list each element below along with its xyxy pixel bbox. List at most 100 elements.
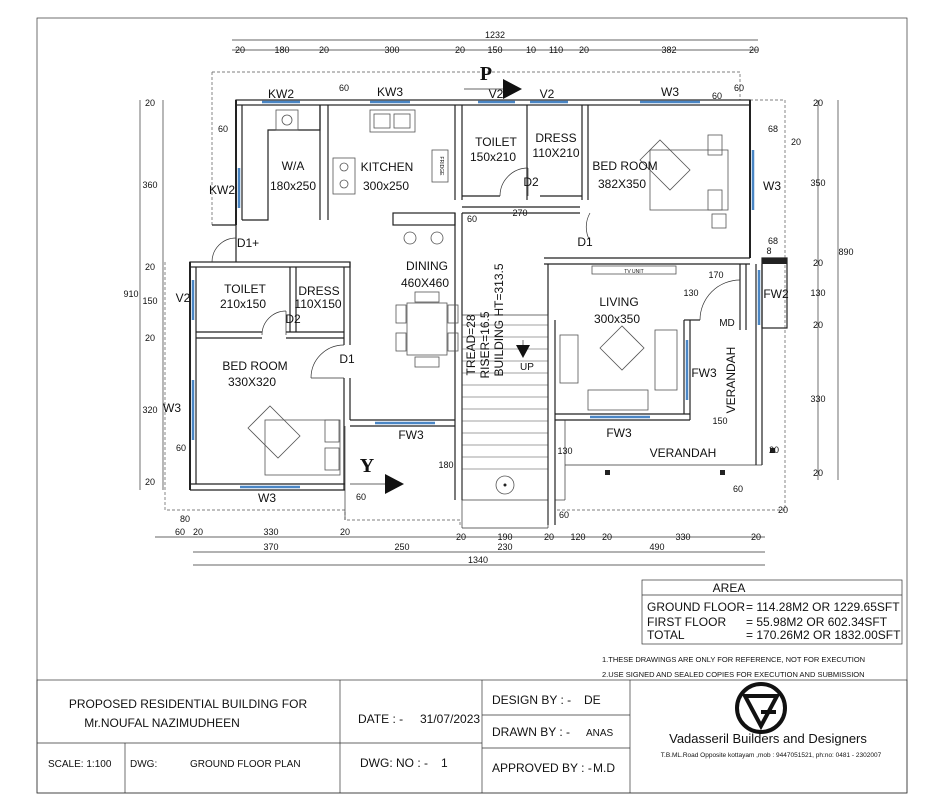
room-size: 382X350: [598, 177, 646, 191]
dim: 250: [394, 542, 409, 552]
window-tag: KW2: [268, 87, 294, 101]
dim: 170: [708, 270, 723, 280]
dining-table-icon: [406, 302, 448, 356]
bed-icon: [649, 149, 729, 211]
sofa-icon: [559, 334, 579, 384]
chair-icon: [414, 356, 440, 368]
dim: 20: [456, 532, 466, 542]
pillow-icon: [324, 419, 340, 443]
dwg-no-label: DWG: NO : -: [360, 756, 428, 770]
dim: 60: [734, 83, 744, 93]
stair-note: RISER=16.5: [478, 311, 492, 378]
dim: 330: [810, 394, 825, 404]
window-tag: V2: [176, 291, 191, 305]
pillow-icon: [707, 134, 723, 156]
dim: 20: [235, 45, 245, 55]
door-tag: D2: [523, 175, 539, 189]
room-size: 210x150: [220, 297, 266, 311]
note: 1.THESE DRAWINGS ARE ONLY FOR REFERENCE,…: [602, 655, 865, 664]
area-row-label: TOTAL: [647, 628, 685, 642]
kitchen-sink-bowl-icon: [393, 113, 411, 129]
design-by-label: DESIGN BY : -: [492, 693, 571, 707]
dim: 80: [180, 514, 190, 524]
dim: 68: [768, 236, 778, 246]
window-tag: FW3: [691, 366, 717, 380]
dim: 150: [142, 296, 157, 306]
dim: 20: [193, 527, 203, 537]
room-labels: TOILET 150x210 DRESS 110X210 BED ROOM 38…: [220, 131, 738, 460]
dim-left-total: 910: [123, 289, 138, 299]
stair-note: TREAD=28: [464, 314, 478, 375]
dim: 150: [712, 416, 727, 426]
area-row-label: FIRST FLOOR: [647, 615, 726, 629]
dim: 230: [497, 542, 512, 552]
room-name: DINING: [406, 259, 448, 273]
date-label: DATE : -: [358, 712, 403, 726]
dim: 20: [813, 468, 823, 478]
area-row-value: = 114.28M2 OR 1229.65SFT: [746, 600, 900, 614]
drawn-by-label: DRAWN BY : -: [492, 725, 570, 739]
dim: 20: [319, 45, 329, 55]
dim: 20: [813, 98, 823, 108]
kitchen-sink-icon: [369, 109, 416, 133]
company-name: Vadasseril Builders and Designers: [669, 731, 867, 746]
note: 2.USE SIGNED AND SEALED COPIES FOR EXECU…: [602, 670, 865, 679]
window-tag: W3: [258, 491, 276, 505]
column-icon: [605, 470, 610, 475]
door-tag: D2: [285, 312, 301, 326]
dim: 60: [733, 484, 743, 494]
dim: 130: [683, 288, 698, 298]
title-block: PROPOSED RESIDENTIAL BUILDING FOR Mr.NOU…: [36, 679, 908, 794]
dim-bottom-total: 1340: [468, 555, 488, 565]
dim: 60: [467, 214, 477, 224]
kitchen-sink-bowl-icon: [373, 113, 391, 129]
dwg-no-value: 1: [441, 756, 448, 770]
door-tag: D1: [339, 352, 355, 366]
room-size: 180x250: [270, 179, 316, 193]
dim: 110: [549, 45, 563, 55]
dim: 20: [145, 98, 155, 108]
window-tag: V2: [489, 87, 504, 101]
window-tag: W3: [661, 85, 679, 99]
dim: 60: [712, 91, 722, 101]
window-tag: KW2: [209, 183, 235, 197]
column-icon: [720, 470, 725, 475]
sofa-icon: [654, 329, 678, 391]
project-title-line2: Mr.NOUFAL NAZIMUDHEEN: [84, 716, 240, 730]
window-tag: KW3: [377, 85, 403, 99]
section-p-label: P: [480, 63, 492, 85]
area-table: AREA GROUND FLOOR = 114.28M2 OR 1229.65S…: [641, 579, 903, 645]
chair-icon: [414, 291, 440, 303]
dim-right-total: 890: [838, 247, 853, 257]
dim: 60: [559, 510, 569, 520]
bedspread-icon: [247, 405, 301, 459]
misc-dimensions: 60 60 60 68 20 68 8 60 170 130 150 130 6…: [176, 83, 801, 520]
dwg-value: GROUND FLOOR PLAN: [190, 759, 301, 770]
window-tag: W3: [163, 401, 181, 415]
room-name: BED ROOM: [592, 159, 657, 173]
wash-basin-bowl-icon: [281, 114, 293, 126]
windows: [191, 100, 761, 489]
tv-unit-icon: [591, 265, 677, 275]
dim: 20: [145, 262, 155, 272]
room-size: 110X210: [532, 146, 579, 160]
stair-up-label: UP: [520, 362, 534, 373]
bottom-dimensions: 80 60 20 330 20 20 190 20 120 20 330 20 …: [155, 514, 765, 566]
dim: 190: [497, 532, 512, 542]
dwg-label: DWG:: [130, 759, 157, 770]
bed-icon: [264, 419, 341, 476]
well-center-icon: [503, 483, 507, 487]
room-name: KITCHEN: [361, 160, 414, 174]
scale-label: SCALE: 1:100: [48, 759, 112, 770]
dim: 60: [356, 492, 366, 502]
company-logo-icon: [735, 682, 787, 734]
door-tag: D1+: [237, 236, 259, 250]
dim: 20: [813, 258, 823, 268]
dim: 20: [455, 45, 465, 55]
staircase: [462, 324, 548, 470]
fridge-label: FRIDGE: [438, 157, 444, 177]
chair-icon: [447, 332, 459, 352]
chair-icon: [395, 304, 407, 324]
pillow-icon: [707, 189, 723, 211]
